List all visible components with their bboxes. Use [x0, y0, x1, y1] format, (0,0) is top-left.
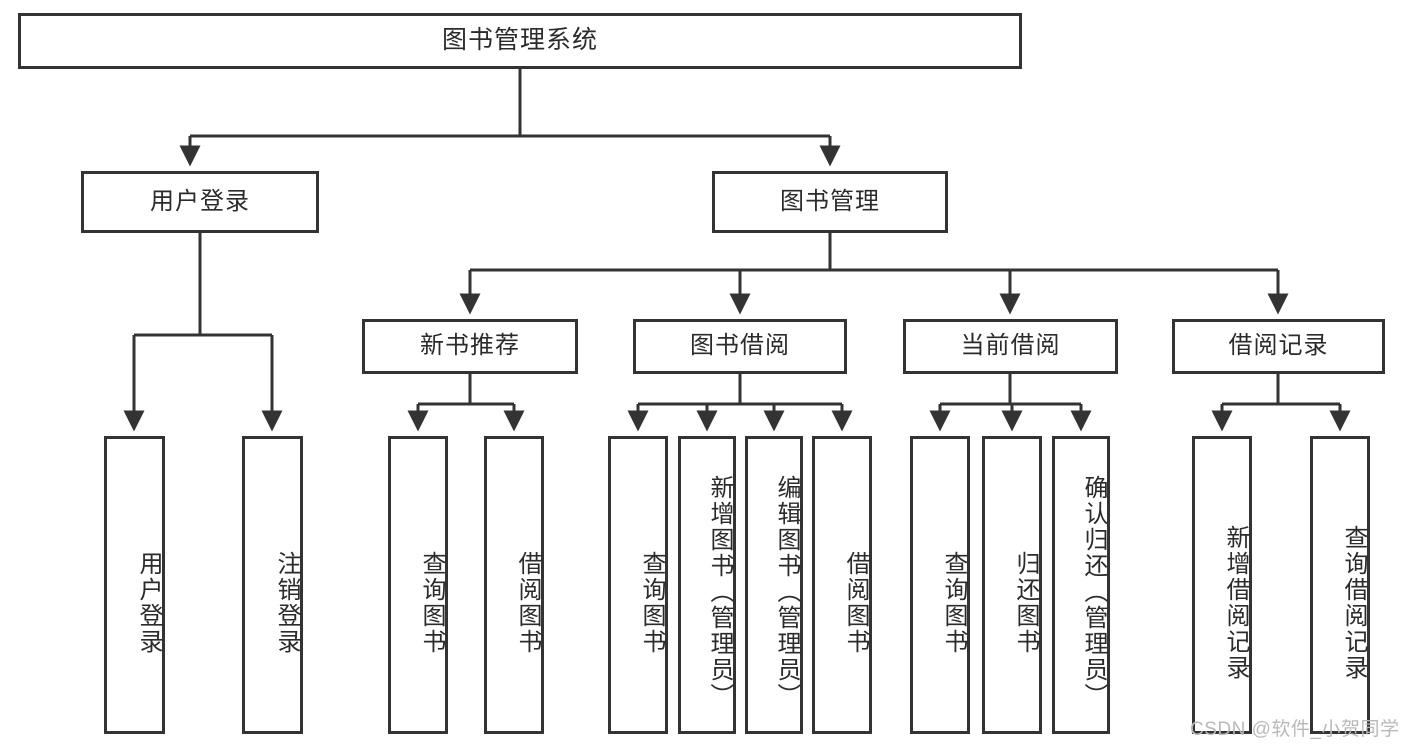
node-leaf-query-book-current[interactable]: 查询图书 [910, 436, 970, 734]
node-label: 查询图书 [638, 551, 665, 655]
node-label: 新增图书（管理员） [706, 475, 733, 709]
node-label: 借阅图书 [514, 551, 541, 655]
node-label: 图书管理 [780, 187, 880, 215]
node-new-book-recommend[interactable]: 新书推荐 [362, 319, 578, 374]
node-leaf-borrow-book[interactable]: 借阅图书 [812, 436, 872, 734]
node-root-system[interactable]: 图书管理系统 [18, 13, 1022, 69]
csdn-watermark: CSDN @软件_小贺同学 [1190, 719, 1400, 740]
node-leaf-confirm-return[interactable]: 确认归还（管理员） [1052, 436, 1110, 734]
node-label: 确认归还（管理员） [1080, 475, 1107, 709]
node-label: 图书管理系统 [441, 26, 598, 55]
node-leaf-edit-book[interactable]: 编辑图书（管理员） [745, 436, 803, 734]
node-label: 新增借阅记录 [1222, 525, 1249, 681]
node-label: 当前借阅 [960, 332, 1061, 360]
node-current-borrow[interactable]: 当前借阅 [903, 319, 1118, 374]
node-label: 查询图书 [940, 551, 967, 655]
node-label: 编辑图书（管理员） [773, 475, 800, 709]
node-leaf-add-borrow-record[interactable]: 新增借阅记录 [1192, 436, 1252, 734]
node-label: 用户登录 [135, 551, 162, 655]
node-leaf-return-book[interactable]: 归还图书 [982, 436, 1042, 734]
node-book-borrow[interactable]: 图书借阅 [633, 319, 847, 374]
node-leaf-query-book-borrow[interactable]: 查询图书 [608, 436, 668, 734]
node-label: 借阅图书 [842, 551, 869, 655]
node-label: 用户登录 [150, 187, 250, 215]
node-label: 查询图书 [418, 551, 445, 655]
node-label: 新书推荐 [420, 332, 520, 360]
node-leaf-query-borrow-record[interactable]: 查询借阅记录 [1310, 436, 1370, 734]
node-label: 借阅记录 [1228, 332, 1329, 360]
node-book-manage[interactable]: 图书管理 [712, 171, 948, 233]
node-label: 注销登录 [273, 551, 300, 655]
node-label: 查询借阅记录 [1340, 525, 1367, 681]
node-leaf-borrow-book-recommend[interactable]: 借阅图书 [484, 436, 544, 734]
node-leaf-query-book-recommend[interactable]: 查询图书 [388, 436, 448, 734]
node-user-login[interactable]: 用户登录 [81, 171, 319, 233]
node-leaf-user-login[interactable]: 用户登录 [104, 436, 165, 734]
node-label: 归还图书 [1012, 551, 1039, 655]
node-label: 图书借阅 [690, 332, 790, 360]
node-leaf-add-book[interactable]: 新增图书（管理员） [678, 436, 736, 734]
node-leaf-user-logout[interactable]: 注销登录 [242, 436, 303, 734]
node-borrow-record[interactable]: 借阅记录 [1172, 319, 1385, 374]
